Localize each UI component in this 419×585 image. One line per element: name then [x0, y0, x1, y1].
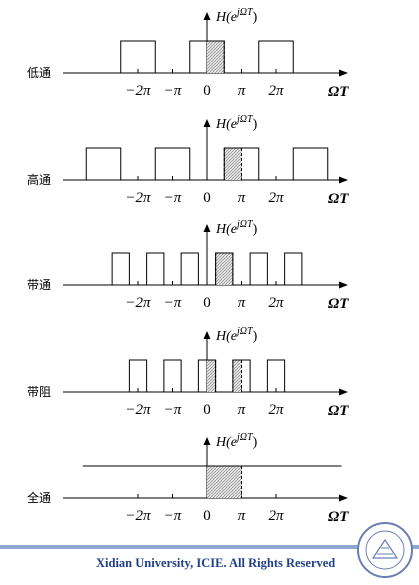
- filter-type-label: 低通: [27, 66, 51, 80]
- filter-type-label: 带阻: [27, 385, 51, 399]
- passband-segment: [284, 252, 303, 285]
- tick-label: −π: [164, 190, 182, 206]
- tick-label: −2π: [125, 190, 151, 206]
- passband-segment: [85, 147, 122, 180]
- passband-segment: [258, 40, 294, 73]
- y-axis-arrow-icon: [203, 119, 211, 127]
- footer-copyright: Xidian University, ICIE. All Rights Rese…: [96, 556, 336, 570]
- tick-label: π: [238, 402, 246, 418]
- passband-segment: [189, 40, 225, 73]
- university-seal-logo: [357, 522, 413, 578]
- y-axis-arrow-icon: [203, 331, 211, 339]
- panel-4: H(ejΩT) −2π −π 0 π 2π ΩT 全通: [27, 432, 349, 525]
- panel-3: H(ejΩT) −2π −π 0 π 2π ΩT 带阻: [27, 326, 349, 419]
- y-axis-label: H(ejΩT): [215, 7, 258, 25]
- filter-type-label: 带通: [27, 278, 51, 292]
- tick-label: 2π: [268, 190, 284, 206]
- tick-label: −π: [164, 402, 182, 418]
- passband-segment: [120, 40, 156, 73]
- x-axis-label: ΩT: [328, 296, 349, 312]
- tick-label: 0: [203, 83, 211, 99]
- tick-label: π: [238, 83, 246, 99]
- tick-label: −π: [164, 508, 182, 524]
- tick-label: −π: [164, 83, 182, 99]
- x-axis-arrow-icon: [339, 494, 348, 502]
- passband-segment: [180, 252, 199, 285]
- tick-label: π: [238, 508, 246, 524]
- x-axis-label: ΩT: [328, 84, 349, 100]
- x-axis-arrow-icon: [339, 69, 348, 77]
- panel-1: H(ejΩT) −2π −π 0 π 2π ΩT 高通: [27, 114, 349, 207]
- passband-segment: [249, 252, 268, 285]
- passband-segment: [154, 147, 191, 180]
- y-axis-arrow-icon: [203, 224, 211, 232]
- y-axis-label: H(ejΩT): [215, 326, 258, 344]
- passband-segment: [266, 359, 286, 392]
- x-axis-arrow-icon: [339, 176, 348, 184]
- tick-label: 2π: [268, 402, 284, 418]
- passband-segment: [163, 359, 182, 392]
- hatched-region: [232, 360, 242, 392]
- passband-segment: [292, 147, 329, 180]
- tick-label: 2π: [268, 508, 284, 524]
- x-axis-label: ΩT: [328, 191, 349, 207]
- y-axis-label: H(ejΩT): [215, 219, 258, 237]
- filter-type-label: 高通: [27, 172, 51, 187]
- passband-segment: [111, 252, 130, 285]
- tick-label: −π: [164, 295, 182, 311]
- x-axis-label: ΩT: [328, 509, 349, 525]
- x-axis-label: ΩT: [328, 403, 349, 419]
- hatched-region: [224, 148, 242, 180]
- tick-label: −2π: [125, 295, 151, 311]
- x-axis-arrow-icon: [339, 388, 348, 396]
- tick-label: −2π: [125, 508, 151, 524]
- passband-segment: [232, 359, 251, 392]
- y-axis-arrow-icon: [203, 437, 211, 445]
- hatched-region: [207, 41, 225, 73]
- y-axis-label: H(ejΩT): [215, 432, 258, 450]
- passband-segment: [215, 252, 234, 285]
- tick-label: −2π: [125, 83, 151, 99]
- hatched-region: [207, 466, 242, 498]
- tick-label: −2π: [125, 402, 151, 418]
- panel-0: H(ejΩT) −2π −π 0 π 2π ΩT 低通: [27, 7, 349, 100]
- tick-label: 2π: [268, 83, 284, 99]
- passband-segment: [223, 147, 260, 180]
- hatched-region: [207, 360, 216, 392]
- panel-2: H(ejΩT) −2π −π 0 π 2π ΩT 带通: [27, 219, 349, 312]
- x-axis-arrow-icon: [339, 281, 348, 289]
- tick-label: 0: [203, 508, 211, 524]
- hatched-region: [215, 253, 233, 285]
- y-axis-label: H(ejΩT): [215, 114, 258, 132]
- passband-segment: [197, 359, 217, 392]
- passband-segment: [146, 252, 165, 285]
- tick-label: 0: [203, 190, 211, 206]
- filter-type-label: 全通: [27, 490, 51, 505]
- tick-label: π: [238, 190, 246, 206]
- footer-divider: [0, 545, 419, 549]
- y-axis-arrow-icon: [203, 12, 211, 20]
- tick-label: 0: [203, 402, 211, 418]
- tick-label: 0: [203, 295, 211, 311]
- passband-segment: [128, 359, 148, 392]
- tick-label: 2π: [268, 295, 284, 311]
- tick-label: π: [238, 295, 246, 311]
